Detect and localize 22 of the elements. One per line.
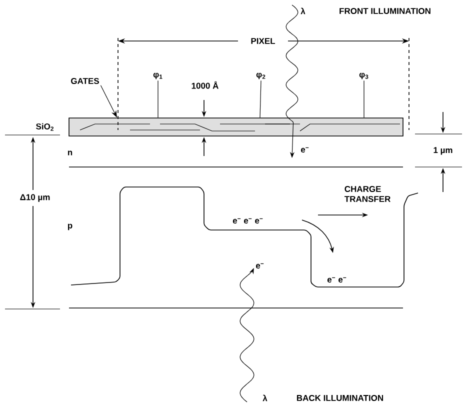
- text-label: e$^{−}$ e$^{−}$: [327, 277, 346, 283]
- text-label: e$^{−}$: [300, 147, 309, 153]
- text-label: p: [68, 224, 72, 230]
- text-label: PIXEL: [250, 37, 276, 45]
- text-label: BACK ILLUMINATION: [296, 394, 384, 401]
- text-label: λ: [300, 8, 306, 14]
- part-label: GATES: [71, 78, 99, 84]
- oxide-layer: [68, 118, 404, 136]
- text-label: 1000 Å: [192, 81, 218, 89]
- text-label: 1 µm: [434, 147, 452, 155]
- text-label: CHARGE TRANSFER: [344, 186, 390, 202]
- phase-label: φ$_{3}$: [359, 72, 368, 80]
- text-label: λ: [262, 394, 268, 402]
- text-label: e$^{−}$: [256, 263, 264, 269]
- text-label: Δ10 µm: [20, 194, 50, 202]
- phase-label: φ$_{2}$: [256, 72, 266, 80]
- text-label: e$^{−}$ e$^{−}$ e$^{−}$: [232, 218, 263, 224]
- leader-line: [260, 80, 262, 118]
- text-label: n: [68, 150, 72, 156]
- phase-label: φ$_{1}$: [153, 72, 162, 80]
- text-label: SiO$_{2}$: [36, 123, 54, 131]
- text-label: FRONT ILLUMINATION: [340, 8, 430, 14]
